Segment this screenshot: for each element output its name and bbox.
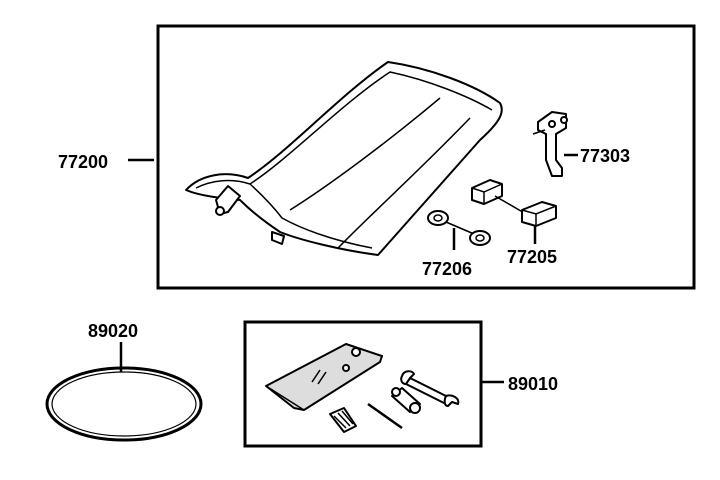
tool-band-part-number: 89020 bbox=[88, 321, 138, 341]
cushion-rubber-drawing bbox=[427, 210, 491, 246]
tool-kit-frame bbox=[243, 320, 483, 448]
seat-lock-drawing bbox=[532, 111, 568, 177]
seat-drawing bbox=[185, 61, 503, 256]
tool-bag bbox=[265, 343, 383, 411]
spark-plug-wrench bbox=[391, 387, 421, 414]
tool-band-drawing bbox=[45, 366, 203, 442]
open-end-wrench bbox=[400, 370, 460, 407]
seat-part-number: 77200 bbox=[58, 152, 108, 172]
cushion-bracket-part-number: 77205 bbox=[507, 247, 557, 267]
tool-kit-part-number: 89010 bbox=[508, 374, 558, 394]
tool-kit-drawing bbox=[265, 343, 460, 433]
cushion-bracket-drawing bbox=[471, 179, 557, 227]
cushion-rubber-part-number: 77206 bbox=[422, 259, 472, 279]
screwdriver-bit bbox=[367, 402, 403, 430]
seat-assembly-frame bbox=[156, 24, 696, 290]
seat-lock-part-number: 77303 bbox=[580, 146, 630, 166]
